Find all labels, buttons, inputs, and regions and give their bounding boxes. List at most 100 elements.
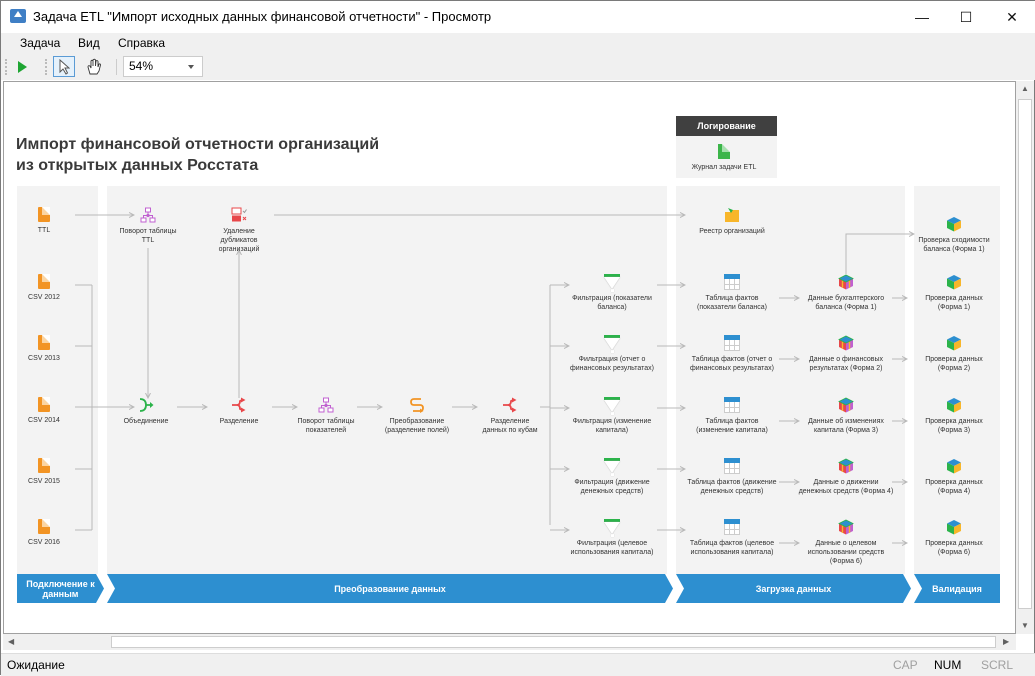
- pivot-icon: [140, 207, 156, 223]
- file-icon: [38, 519, 50, 534]
- select-tool-button[interactable]: [53, 56, 75, 77]
- node-label: TTL: [37, 227, 51, 234]
- menu-help[interactable]: Справка: [118, 36, 166, 50]
- union-icon: [139, 398, 154, 412]
- cube-node[interactable]: Данные бухгалтерского баланса (Форма 1): [786, 274, 906, 312]
- check-node[interactable]: Проверка данных (Форма 2): [894, 335, 1014, 373]
- check-node[interactable]: Проверка сходимости баланса (Форма 1): [894, 216, 1014, 254]
- horizontal-scrollbar[interactable]: ◀ ▶: [3, 634, 1016, 650]
- split-cubes-node[interactable]: Разделение данных по кубам: [450, 397, 570, 435]
- check-node[interactable]: Проверка данных (Форма 6): [894, 519, 1014, 557]
- cube-icon: [838, 274, 854, 290]
- filter-icon: [604, 335, 620, 353]
- table-icon: [724, 335, 740, 351]
- section-transform-band: Преобразование данных: [107, 574, 673, 603]
- close-button[interactable]: ✕: [1006, 8, 1018, 25]
- node-label: Разделение данных по кубам: [482, 418, 538, 434]
- pan-tool-button[interactable]: [83, 56, 105, 77]
- maximize-button[interactable]: ☐: [959, 8, 973, 25]
- check-node[interactable]: Проверка данных (Форма 1): [894, 274, 1014, 312]
- fact-table-node[interactable]: Таблица фактов (изменение капитала): [672, 397, 792, 435]
- section-panel-validate: [914, 186, 1000, 574]
- fact-table-node[interactable]: Таблица фактов (показатели баланса): [672, 274, 792, 312]
- union-node[interactable]: Объединение: [86, 397, 206, 426]
- scrl-indicator: SCRL: [981, 658, 1014, 672]
- node-label: Проверка данных (Форма 4): [925, 479, 983, 495]
- filter-node[interactable]: Фильтрация (показатели баланса): [552, 274, 672, 312]
- toolbar: 54%: [1, 53, 1035, 80]
- filter-node[interactable]: Фильтрация (целевое использования капита…: [552, 519, 672, 557]
- scroll-down-icon[interactable]: ▼: [1021, 621, 1029, 630]
- registry-node[interactable]: Реестр организаций: [672, 207, 792, 236]
- cube-node[interactable]: Данные о движении денежных средств (Форм…: [786, 458, 906, 496]
- source-node[interactable]: CSV 2014: [4, 397, 104, 425]
- scroll-right-icon[interactable]: ▶: [1003, 637, 1010, 646]
- menu-task[interactable]: Задача: [20, 36, 61, 50]
- node-label: Фильтрация (целевое использования капита…: [570, 540, 654, 556]
- source-node[interactable]: CSV 2016: [4, 519, 104, 547]
- node-label: Журнал задачи ETL: [691, 164, 757, 171]
- check-node[interactable]: Проверка данных (Форма 3): [894, 397, 1014, 435]
- num-indicator: NUM: [934, 658, 962, 672]
- diagram-canvas[interactable]: Импорт финансовой отчетности организаций…: [3, 81, 1016, 634]
- fact-table-node[interactable]: Таблица фактов (целевое использования ка…: [672, 519, 792, 557]
- pointer-icon: [59, 58, 70, 75]
- scroll-left-icon[interactable]: ◀: [8, 637, 15, 646]
- source-node[interactable]: CSV 2015: [4, 458, 104, 486]
- file-icon: [38, 458, 50, 473]
- cube-node[interactable]: Данные об изменениях капитала (Форма 3): [786, 397, 906, 435]
- split-node[interactable]: Разделение: [179, 397, 299, 426]
- validation-cube-icon: [947, 275, 961, 290]
- fact-table-node[interactable]: Таблица фактов (движение денежных средст…: [672, 458, 792, 496]
- source-node[interactable]: CSV 2012: [4, 274, 104, 302]
- dedup-node[interactable]: Удаление дубликатов организаций: [179, 207, 299, 254]
- connector: [845, 234, 914, 274]
- logging-header: Логирование: [676, 116, 777, 136]
- node-label: Фильтрация (движение денежных средств): [574, 479, 650, 495]
- scroll-up-icon[interactable]: ▲: [1021, 84, 1029, 93]
- menu-view[interactable]: Вид: [78, 36, 100, 50]
- pivot-ttl-node[interactable]: Поворот таблицы TTL: [88, 207, 208, 245]
- table-icon: [724, 519, 740, 535]
- check-node[interactable]: Проверка данных (Форма 4): [894, 458, 1014, 496]
- vertical-scrollbar[interactable]: ▲ ▼: [1016, 81, 1034, 634]
- filter-node[interactable]: Фильтрация (отчет о финансовых результат…: [552, 335, 672, 373]
- status-bar: Ожидание CAP NUM SCRL: [1, 653, 1035, 676]
- zoom-select[interactable]: 54%: [123, 56, 203, 77]
- section-panel-transform: [107, 186, 667, 574]
- convert-node[interactable]: Преобразование (разделение полей): [357, 397, 477, 435]
- zoom-value: 54%: [129, 59, 154, 73]
- vertical-scroll-thumb[interactable]: [1018, 99, 1032, 609]
- pivot-icon: [318, 397, 334, 413]
- node-label: Таблица фактов (целевое использования ка…: [689, 540, 775, 556]
- node-label: Проверка данных (Форма 3): [925, 418, 983, 434]
- title-line-1: Импорт финансовой отчетности организаций: [16, 136, 380, 153]
- file-icon: [38, 335, 50, 350]
- cube-node[interactable]: Данные о целевом использовании средств (…: [786, 519, 906, 566]
- title-line-2: из открытых данных Росстата: [16, 157, 259, 174]
- filter-icon: [604, 274, 620, 292]
- cube-icon: [838, 458, 854, 474]
- node-label: Удаление дубликатов организаций: [218, 228, 260, 253]
- fact-table-node[interactable]: Таблица фактов (отчет о финансовых резул…: [672, 335, 792, 373]
- minimize-button[interactable]: —: [915, 9, 929, 25]
- node-label: Разделение: [219, 418, 259, 425]
- run-button[interactable]: [11, 56, 33, 77]
- menu-bar: Задача Вид Справка: [1, 33, 1035, 53]
- table-icon: [724, 397, 740, 413]
- filter-node[interactable]: Фильтрация (изменение капитала): [552, 397, 672, 435]
- window-title: Задача ETL "Импорт исходных данных финан…: [33, 9, 492, 24]
- pivot-indicators-node[interactable]: Поворот таблицы показателей: [266, 397, 386, 435]
- source-node[interactable]: TTL: [4, 207, 104, 235]
- filter-node[interactable]: Фильтрация (движение денежных средств): [552, 458, 672, 496]
- node-label: Проверка данных (Форма 6): [925, 540, 983, 556]
- toolbar-separator: [116, 59, 117, 75]
- cube-node[interactable]: Данные о финансовых результатах (Форма 2…: [786, 335, 906, 373]
- horizontal-scroll-thumb[interactable]: [111, 636, 996, 648]
- section-validate-band: Валидация: [914, 574, 1000, 603]
- source-node[interactable]: CSV 2013: [4, 335, 104, 363]
- log-node[interactable]: Журнал задачи ETL: [664, 144, 784, 172]
- node-label: Фильтрация (показатели баланса): [572, 295, 652, 311]
- cube-icon: [838, 397, 854, 413]
- section-panel-load: [676, 186, 905, 574]
